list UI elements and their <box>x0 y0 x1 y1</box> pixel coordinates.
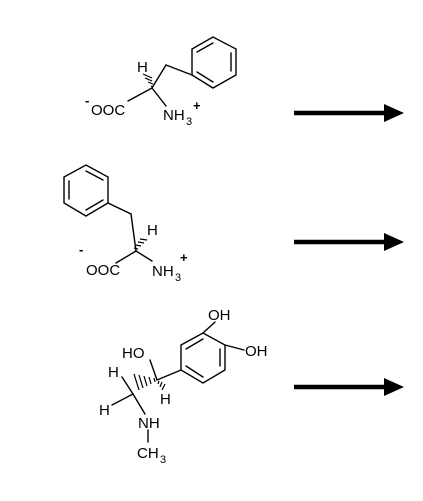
amine-label: NH <box>163 107 185 124</box>
benzene-ring <box>180 332 226 384</box>
reaction-arrow-1 <box>294 104 404 122</box>
benzene-ring <box>191 36 237 89</box>
phenol-oh-top: OH <box>208 307 231 324</box>
hashed-wedge-h <box>157 380 166 391</box>
amine-subscript: 3 <box>186 116 192 128</box>
benzene-ring <box>63 164 109 217</box>
amine-subscript: 3 <box>175 272 181 284</box>
ch2-h-lower-label: H <box>99 402 110 419</box>
amine-charge: + <box>193 98 201 113</box>
reaction-arrow-2 <box>294 233 404 251</box>
molecule-phenylalanine-2: H OOC - NH 3 + <box>63 164 188 284</box>
alpha-h-label: H <box>147 222 158 239</box>
amine-label: NH <box>152 263 174 280</box>
methyl-subscript: 3 <box>160 454 166 466</box>
phenol-oh-right: OH <box>245 343 268 360</box>
carboxylate-charge: - <box>85 93 89 108</box>
benzylic-oh-label: HO <box>122 345 145 362</box>
carboxylate-label: OOC <box>91 102 125 119</box>
hashed-wedge-h <box>142 73 154 88</box>
amine-nh-label: NH <box>138 415 160 432</box>
reaction-arrow-3 <box>294 378 404 396</box>
molecule-epinephrine: OH OH HO H H H NH CH 3 <box>99 307 268 466</box>
carboxylate-charge: - <box>79 242 83 257</box>
hashed-wedge-chain <box>133 373 156 391</box>
benzylic-h-label: H <box>160 391 171 408</box>
molecule-phenylalanine-1: H OOC - NH 3 + <box>85 36 237 128</box>
amine-charge: + <box>180 250 188 265</box>
alpha-h-label: H <box>137 59 148 76</box>
carboxylate-label: OOC <box>86 262 120 279</box>
ch2-h-upper-label: H <box>108 364 119 381</box>
methyl-label: CH <box>137 445 159 462</box>
hashed-wedge-h <box>133 238 148 250</box>
